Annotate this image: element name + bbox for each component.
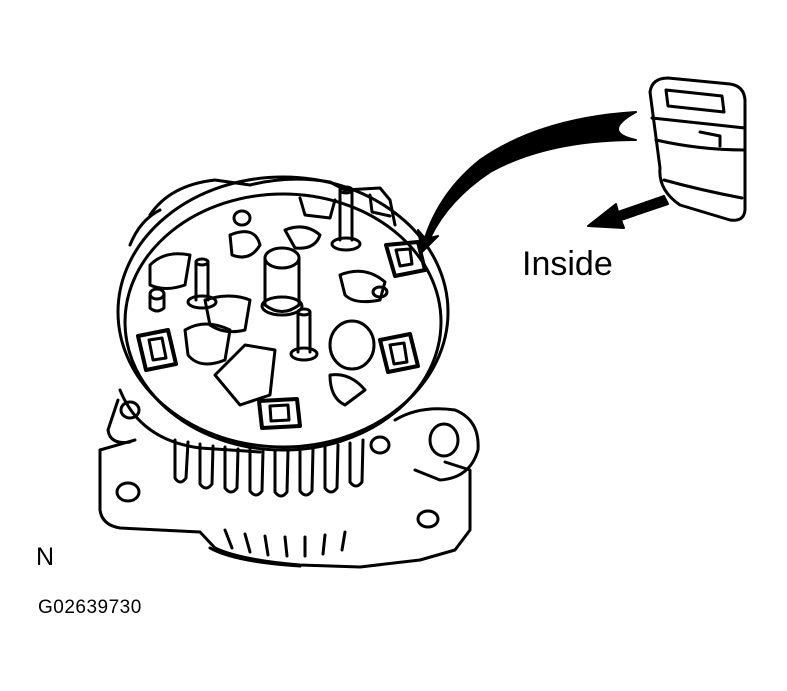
insulator-left [136, 328, 178, 372]
top-bracket [128, 177, 397, 247]
alternator-base [98, 438, 472, 569]
rubber-insulator-cap [648, 76, 747, 222]
installed-insulators [136, 240, 427, 430]
curved-arrow-icon [417, 111, 637, 253]
insulator-right [378, 332, 420, 374]
inside-label: Inside [522, 245, 613, 283]
rear-cover [106, 175, 450, 454]
view-code-letter: N [36, 543, 55, 571]
figure-id: G02639730 [38, 597, 142, 618]
terminal-studs [148, 185, 389, 362]
mounting-lug [369, 407, 480, 482]
cover-openings [148, 225, 387, 407]
cooling-fins [173, 438, 365, 558]
insulator-top-right [384, 240, 427, 278]
arrow-left-down-icon [587, 195, 669, 229]
insulator-bottom [257, 397, 302, 430]
